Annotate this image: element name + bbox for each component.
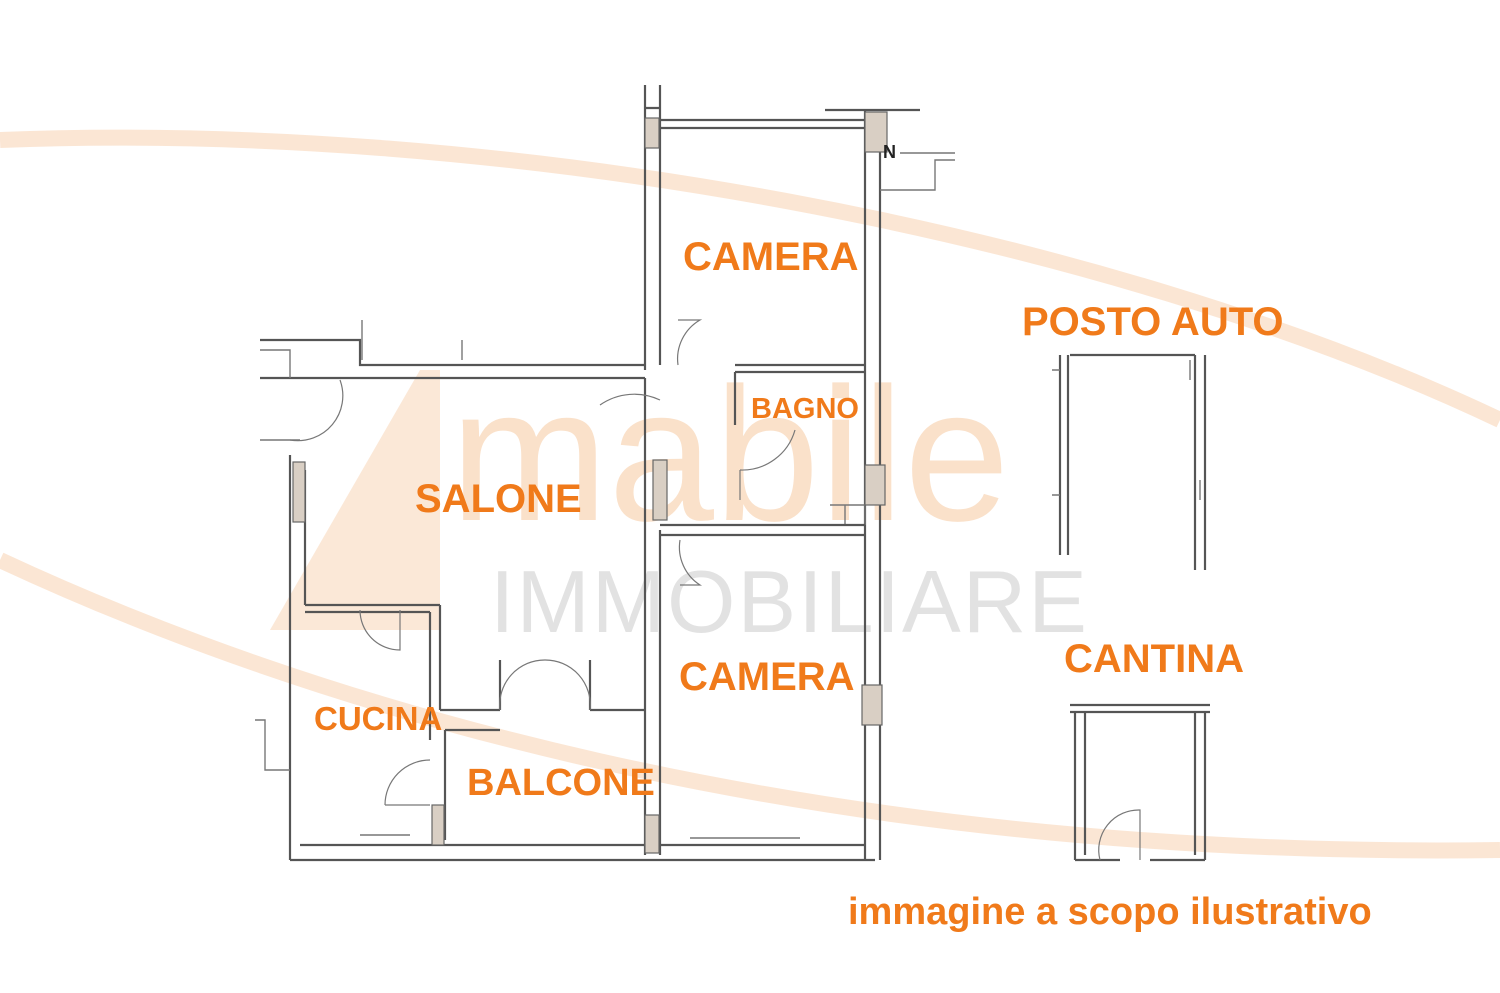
label-camera-top: CAMERA: [683, 235, 859, 279]
watermark-brand: mabile: [450, 349, 1010, 561]
illustrative-note: immagine a scopo ilustrativo: [848, 891, 1372, 933]
label-cantina: CANTINA: [1064, 637, 1244, 681]
label-balcone: BALCONE: [467, 762, 655, 804]
label-camera-bottom: CAMERA: [679, 655, 855, 699]
doors: [289, 319, 796, 806]
posto-auto-plan: [1052, 353, 1207, 570]
label-cucina: CUCINA: [314, 700, 442, 737]
logo-building-icon: [270, 370, 440, 630]
north-marker: N: [883, 142, 896, 162]
label-bagno: BAGNO: [751, 393, 859, 425]
walls: [255, 85, 955, 862]
label-posto-auto: POSTO AUTO: [1022, 300, 1284, 344]
label-salone: SALONE: [415, 477, 582, 521]
watermark-subtitle: IMMOBILIARE: [490, 552, 1089, 651]
cantina-plan: [1070, 703, 1210, 862]
watermark-swirl: [0, 129, 1500, 859]
